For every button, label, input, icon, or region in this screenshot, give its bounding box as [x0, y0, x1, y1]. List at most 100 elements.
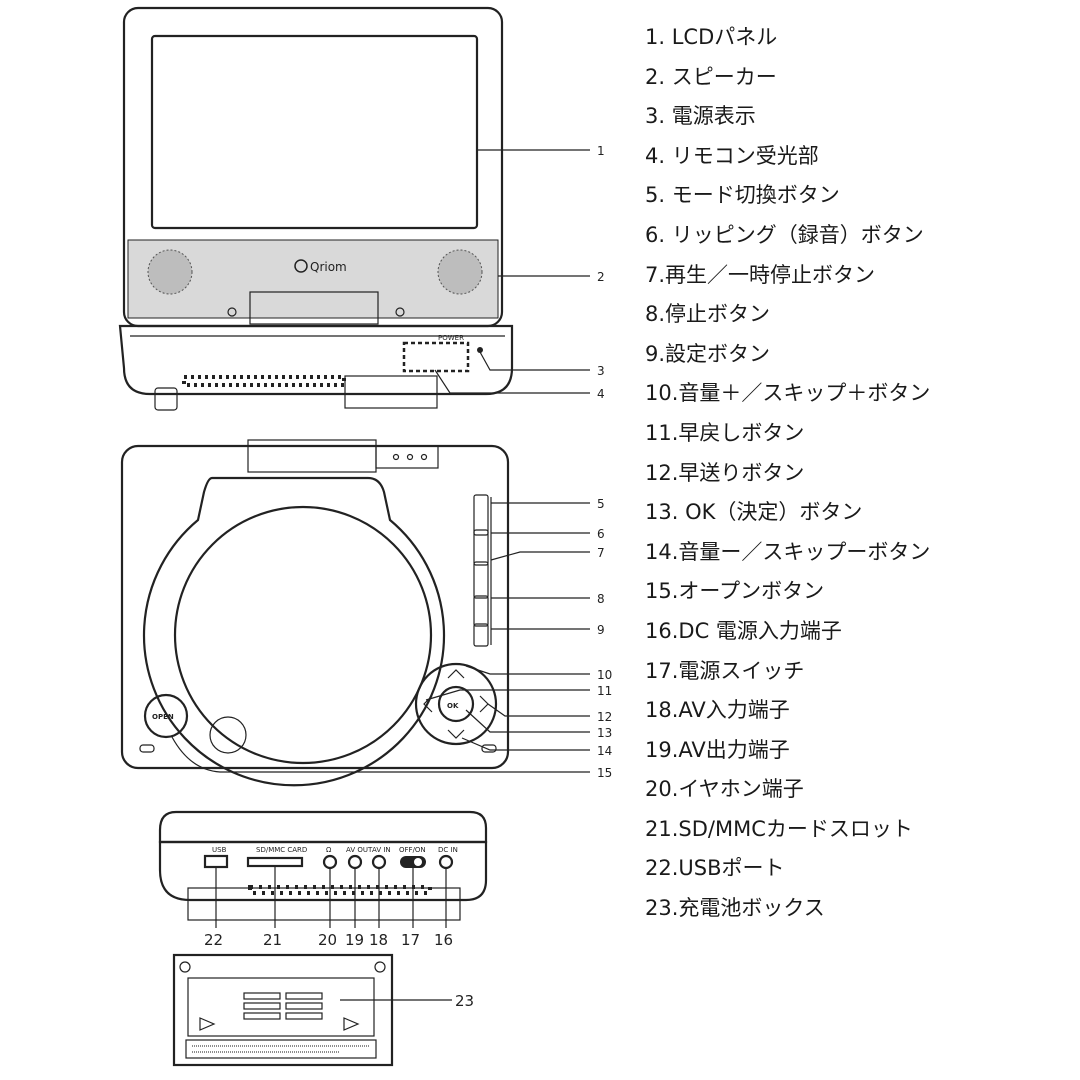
callout-7: 7 — [597, 546, 605, 560]
legend-item: 13. OK（決定）ボタン — [645, 500, 863, 525]
power-switch[interactable] — [400, 856, 426, 868]
callout-14: 14 — [597, 744, 612, 758]
ok-button[interactable] — [437, 685, 475, 723]
legend-item: 5. モード切換ボタン — [645, 183, 840, 208]
speaker-left — [147, 249, 193, 295]
brand-name: Qriom — [310, 260, 347, 274]
open-button[interactable] — [143, 693, 189, 739]
legend-item: 6. リッピング（録音）ボタン — [645, 222, 924, 247]
legend-item: 9.設定ボタン — [645, 341, 771, 366]
legend-item: 4. リモコン受光部 — [645, 143, 819, 168]
card-label: SD/MMC CARD — [256, 846, 307, 854]
earphone-label: Ω — [326, 846, 332, 854]
base-body — [118, 324, 514, 396]
play-pause-button[interactable] — [473, 561, 489, 599]
callout-4: 4 — [597, 387, 605, 401]
callout-5: 5 — [597, 497, 605, 511]
legend-item: 14.音量ー／スキップーボタン — [645, 539, 931, 564]
av-out-label: AV OUT — [346, 846, 373, 854]
top-body — [120, 444, 510, 770]
legend-item: 18.AV入力端子 — [645, 698, 790, 723]
power-label: POWER — [438, 334, 464, 342]
front-callouts: 1 2 3 4 — [434, 144, 605, 401]
power-indicator-area — [402, 341, 470, 373]
stop-button[interactable] — [473, 595, 489, 627]
hinge-screw-right — [395, 307, 405, 317]
hinge-screw-left — [227, 307, 237, 317]
legend-item: 16.DC 電源入力端子 — [645, 618, 842, 643]
legend-item: 7.再生／一時停止ボタン — [645, 262, 876, 287]
callout-12: 12 — [597, 710, 612, 724]
callout-15: 15 — [597, 766, 612, 780]
side-button-column — [473, 494, 492, 647]
open-label: OPEN — [152, 713, 174, 721]
legend-item: 20.イヤホン端子 — [645, 777, 804, 802]
callout-6: 6 — [597, 527, 605, 541]
mode-button[interactable] — [473, 494, 489, 536]
dc-in-label: DC IN — [438, 846, 458, 854]
callout-11: 11 — [597, 684, 612, 698]
callout-1: 1 — [597, 144, 605, 158]
callout-17: 17 — [401, 931, 420, 949]
av-out-jack[interactable] — [347, 854, 363, 870]
callout-23: 23 — [455, 992, 474, 1010]
callout-8: 8 — [597, 592, 605, 606]
rip-button[interactable] — [473, 529, 489, 566]
legend-item: 8.停止ボタン — [645, 302, 771, 327]
lcd-panel — [150, 34, 479, 230]
battery-box: 23 — [172, 953, 474, 1067]
battery-panel — [172, 953, 394, 1067]
forward-arrow-icon[interactable] — [479, 695, 489, 713]
arrow-right-icon — [343, 1017, 360, 1031]
earphone-jack[interactable] — [322, 854, 338, 870]
hinge — [249, 291, 379, 325]
legend-item: 19.AV出力端子 — [645, 737, 790, 762]
battery-cells — [243, 992, 323, 1020]
brand-logo-icon — [294, 259, 308, 273]
ok-label: OK — [447, 702, 459, 710]
side-lid — [158, 810, 488, 844]
usb-port[interactable] — [203, 854, 229, 869]
parts-legend: 1. LCDパネル 2. スピーカー 3. 電源表示 4. リモコン受光部 5.… — [645, 18, 1065, 929]
side-callouts: 22 21 20 19 18 17 16 — [204, 866, 453, 949]
base-vents — [182, 375, 346, 387]
side-body — [158, 840, 488, 902]
hinge-tab — [375, 445, 439, 469]
legend-item: 1. LCDパネル — [645, 25, 778, 49]
av-in-jack[interactable] — [371, 854, 387, 870]
side-vents — [248, 885, 432, 895]
vol-down-arrow-icon[interactable] — [447, 729, 465, 739]
dc-in-jack[interactable] — [438, 854, 454, 870]
legend-item: 21.SD/MMCカードスロット — [645, 816, 913, 841]
vol-up-arrow-icon[interactable] — [447, 669, 465, 679]
legend-item: 2. スピーカー — [645, 64, 777, 89]
legend-item: 3. 電源表示 — [645, 104, 756, 129]
battery-notice — [185, 1039, 377, 1059]
side-bottom — [187, 887, 461, 921]
disc-window — [173, 505, 433, 765]
setup-button[interactable] — [473, 623, 489, 647]
top-hinge — [247, 439, 377, 473]
foot-left — [154, 387, 178, 411]
top-callouts: 5 6 7 8 9 10 11 12 13 14 15 — [171, 497, 612, 780]
legend-item: 12.早送りボタン — [645, 460, 805, 485]
top-view: OK OPEN — [120, 439, 510, 787]
legend-item: 11.早戻しボタン — [645, 420, 805, 445]
callout-22: 22 — [204, 931, 223, 949]
power-indicator-led — [477, 347, 483, 353]
card-slot[interactable] — [246, 856, 304, 868]
av-in-label: AV IN — [372, 846, 391, 854]
callout-10: 10 — [597, 668, 612, 682]
switch-label: OFF/ON — [399, 846, 426, 854]
usb-label: USB — [212, 846, 227, 854]
dpad-ring — [414, 662, 498, 746]
legend-item: 22.USBポート — [645, 856, 785, 881]
legend-item: 17.電源スイッチ — [645, 658, 805, 683]
legend-item: 23.充電池ボックス — [645, 896, 825, 921]
legend-item: 10.音量＋／スキップ＋ボタン — [645, 381, 931, 406]
callout-3: 3 — [597, 364, 605, 378]
callout-16: 16 — [434, 931, 453, 949]
callout-9: 9 — [597, 623, 605, 637]
speaker-right — [437, 249, 483, 295]
front-view: Qriom POWER — [118, 6, 514, 411]
